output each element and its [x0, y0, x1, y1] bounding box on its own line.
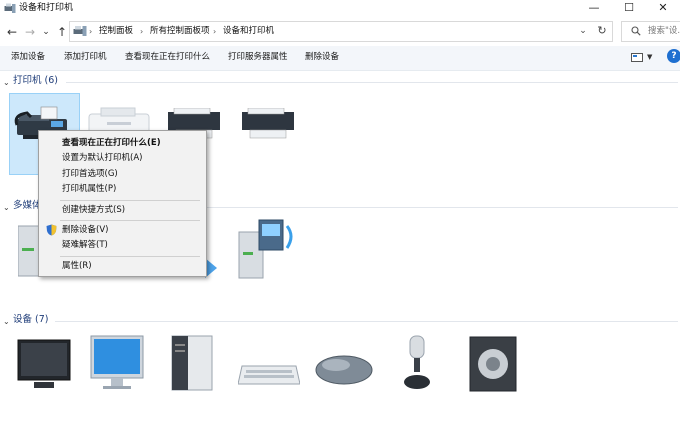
recent-locations-button[interactable]: ⌄	[42, 27, 50, 37]
menu-separator	[60, 256, 200, 257]
context-menu	[38, 130, 207, 277]
up-button[interactable]: ↑	[56, 25, 68, 39]
forward-button[interactable]: →	[24, 25, 36, 39]
printers-collapse-chevron-icon[interactable]: ⌄	[3, 78, 10, 87]
menu-separator	[60, 220, 200, 221]
window-title: 设备和打印机	[19, 3, 74, 13]
breadcrumb-separator: ›	[213, 27, 217, 36]
group-divider	[55, 321, 678, 322]
devices-collapse-chevron-icon[interactable]: ⌄	[3, 317, 10, 326]
add-device-button[interactable]: 添加设备	[11, 52, 46, 62]
devices-group-header[interactable]: 设备 (7)	[13, 314, 49, 325]
view-dropdown-icon[interactable]: ▼	[647, 53, 653, 61]
menu-item-see-whats-printing[interactable]: 查看现在正在打印什么(E)	[62, 138, 161, 148]
breadcrumb-devices-printers[interactable]: 设备和打印机	[223, 26, 275, 36]
menu-item-properties[interactable]: 属性(R)	[62, 261, 92, 271]
media-arrow-icon	[205, 258, 217, 278]
multimedia-group-header[interactable]: 多媒体	[13, 200, 42, 211]
add-printer-button[interactable]: 添加打印机	[64, 52, 107, 62]
speaker-icon[interactable]	[468, 335, 518, 393]
address-dropdown-icon[interactable]: ⌄	[579, 26, 587, 36]
minimize-button[interactable]: —	[588, 1, 600, 14]
devices-printers-icon	[4, 3, 16, 13]
search-box[interactable]	[621, 21, 680, 42]
remove-device-button[interactable]: 删除设备	[305, 52, 340, 62]
menu-item-set-default-printer[interactable]: 设置为默认打印机(A)	[62, 153, 143, 163]
breadcrumb-separator: ›	[89, 27, 93, 36]
keyboard-icon[interactable]	[238, 364, 300, 386]
printers-group-header[interactable]: 打印机 (6)	[13, 75, 58, 86]
menu-item-create-shortcut[interactable]: 创建快捷方式(S)	[62, 205, 126, 215]
mouse-icon[interactable]	[314, 352, 374, 388]
media-server-icon[interactable]	[237, 218, 299, 280]
view-options-icon[interactable]	[631, 53, 643, 62]
title-bar	[0, 0, 680, 18]
printer-icon[interactable]	[240, 108, 296, 140]
refresh-icon[interactable]: ↻	[597, 24, 607, 37]
menu-item-troubleshoot[interactable]: 疑难解答(T)	[62, 240, 108, 250]
maximize-button[interactable]: ☐	[624, 1, 634, 14]
breadcrumb-separator: ›	[140, 27, 144, 36]
search-input[interactable]: 搜索"设...	[648, 26, 680, 36]
back-button[interactable]: ←	[6, 25, 18, 39]
breadcrumb-control-panel[interactable]: 控制面板	[99, 26, 134, 36]
menu-item-printing-preferences[interactable]: 打印首选项(G)	[62, 169, 118, 179]
control-panel-icon	[73, 26, 87, 36]
menu-separator	[60, 200, 200, 201]
print-server-properties-button[interactable]: 打印服务器属性	[228, 52, 288, 62]
close-button[interactable]: ✕	[658, 1, 668, 14]
group-divider	[66, 82, 678, 83]
group-divider	[205, 207, 678, 208]
monitor-icon[interactable]	[16, 336, 74, 392]
shield-icon	[46, 224, 57, 236]
menu-item-remove-device[interactable]: 删除设备(V)	[62, 225, 109, 235]
computer-tower-icon[interactable]	[170, 334, 216, 392]
see-whats-printing-button[interactable]: 查看现在正在打印什么	[125, 52, 211, 62]
search-icon	[631, 26, 641, 36]
multimedia-collapse-chevron-icon[interactable]: ⌄	[3, 203, 10, 212]
command-bar	[0, 46, 680, 71]
help-icon[interactable]: ?	[667, 49, 680, 63]
monitor-icon[interactable]	[89, 334, 147, 392]
microphone-icon[interactable]	[400, 334, 434, 392]
address-bar[interactable]	[69, 21, 613, 42]
breadcrumb-all-items[interactable]: 所有控制面板项	[150, 26, 210, 36]
menu-item-printer-properties[interactable]: 打印机属性(P)	[62, 184, 117, 194]
